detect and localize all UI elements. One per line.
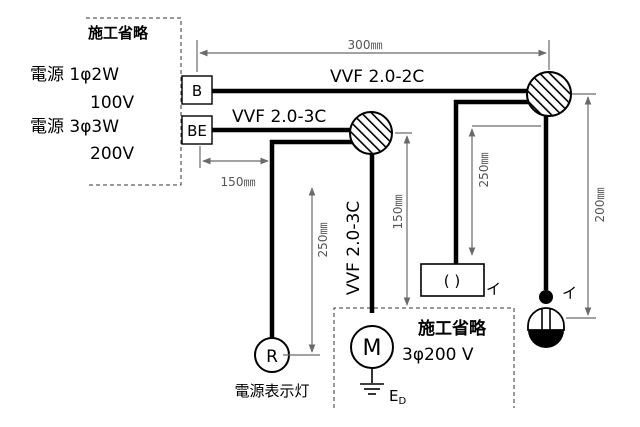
cable-to-fixture xyxy=(453,99,531,264)
ground-icon xyxy=(360,368,384,395)
pilot-lamp-letter: R xyxy=(266,347,278,367)
dim-150v-label: 150㎜ xyxy=(391,195,405,230)
cable-2c-label: VVF 2.0-2C xyxy=(330,67,424,87)
supply1-line2: 100V xyxy=(90,93,134,113)
motor-letter: M xyxy=(363,336,382,361)
omit-region-top xyxy=(86,17,182,186)
dim-200-label: 200㎜ xyxy=(593,188,607,223)
omit-top-label: 施工省略 xyxy=(88,24,149,42)
junction-box-left-icon xyxy=(349,111,393,155)
ceiling-fixture-symbol: ( ) xyxy=(444,272,460,290)
cable-to-lamp xyxy=(269,139,360,338)
supply2-line1: 電源 3φ3W xyxy=(30,117,119,137)
omit-region-bottom xyxy=(333,307,515,408)
omit-bottom-label: 施工省略 xyxy=(418,318,487,339)
pendant-switch-icon xyxy=(527,290,565,348)
cable-3c-v-label: VVF 2.0-3C xyxy=(344,201,364,295)
motor-spec-label: 3φ200 V xyxy=(402,345,474,365)
dim-150h-label: 150㎜ xyxy=(221,175,256,189)
ground-label: ED xyxy=(389,387,406,407)
dim-250-left-label: 250㎜ xyxy=(316,223,330,258)
dim-300-label: 300㎜ xyxy=(348,38,383,52)
breaker-be-label: BE xyxy=(187,122,207,140)
dim-250-right-label: 250㎜ xyxy=(477,153,491,188)
fixture-tag: イ xyxy=(486,280,501,298)
ceiling-fixture-icon xyxy=(420,263,485,297)
supply2-line2: 200V xyxy=(90,144,134,164)
cable-3c-h-label: VVF 2.0-3C xyxy=(232,107,326,127)
breaker-b-label: B xyxy=(192,82,202,100)
pilot-lamp-caption: 電源表示灯 xyxy=(234,382,309,400)
breaker-b-box xyxy=(181,75,213,105)
junction-box-right-icon xyxy=(526,71,572,117)
supply1-line1: 電源 1φ2W xyxy=(30,65,119,85)
breaker-be-box xyxy=(181,115,213,145)
switch-tag: イ xyxy=(562,284,577,302)
